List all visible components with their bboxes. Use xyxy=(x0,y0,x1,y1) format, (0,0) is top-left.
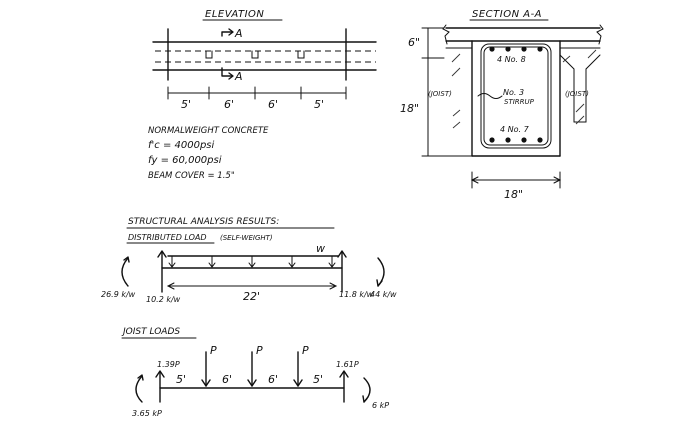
span-label-1: 5' xyxy=(181,98,191,111)
span-ticks xyxy=(167,86,347,100)
section-cut-bottom xyxy=(221,67,233,77)
left-moment-label: 26.9 k/w xyxy=(101,290,136,299)
left-reaction-label: 10.2 k/w xyxy=(146,295,181,304)
stirrup xyxy=(480,43,552,149)
left-reaction-head xyxy=(157,250,167,258)
span-label-3: 6' xyxy=(268,98,278,111)
note-cover: BEAM COVER = 1.5" xyxy=(148,171,235,181)
beam-width-label: 18" xyxy=(504,188,523,201)
stirrup-note: STIRRUP xyxy=(504,98,535,106)
stirrup-inner xyxy=(483,46,549,146)
top-bars-label: 4 No. 8 xyxy=(497,55,526,64)
section-cut-bottom-arrow xyxy=(228,72,234,80)
right-reaction-head xyxy=(337,250,347,258)
section-marker-top: A xyxy=(234,27,243,40)
right-reaction-label: 11.8 k/w xyxy=(339,290,374,299)
section-marker-bottom: A xyxy=(234,70,243,83)
bottom-bars xyxy=(489,137,543,143)
joist-stub-3 xyxy=(297,50,305,59)
joist-left-label: (JOIST) xyxy=(428,90,452,98)
note-fc: f'c = 4000psi xyxy=(148,140,215,151)
stirrup-label: No. 3 xyxy=(503,88,524,97)
analysis-span-label: 22' xyxy=(243,290,260,303)
joist-loads-title: JOIST LOADS xyxy=(121,327,180,337)
right-moment-label: 44 k/w xyxy=(370,290,397,299)
analysis-span-arrow-right xyxy=(329,282,338,290)
note-concrete: NORMALWEIGHT CONCRETE xyxy=(148,126,269,136)
joist-stub-2 xyxy=(251,50,259,59)
analysis-span-arrow-left xyxy=(166,282,175,290)
point-load-label-2: P xyxy=(256,344,263,357)
joist-loads: JOIST LOADS P P P 1.39P 1.61P 5' 6' 6' 5… xyxy=(121,327,389,418)
load-symbol: w xyxy=(316,242,325,255)
distributed-load-arrows xyxy=(168,255,336,268)
joist-left-moment-arc xyxy=(135,375,143,403)
width-arrow-left xyxy=(470,176,479,184)
joist-right-reaction-head xyxy=(339,370,349,378)
section-cut-top-arrow xyxy=(228,28,234,36)
joist-span-label-3: 6' xyxy=(268,373,278,386)
point-load-label-1: P xyxy=(210,344,217,357)
joist-span-label-1: 5' xyxy=(176,373,186,386)
elevation-title: ELEVATION xyxy=(205,9,264,20)
joist-left-moment-label: 3.65 kP xyxy=(132,409,162,418)
width-arrow-right xyxy=(553,176,562,184)
left-moment-arc xyxy=(121,257,129,287)
top-bars xyxy=(489,46,543,52)
joist-right-reaction-label: 1.61P xyxy=(336,360,359,369)
joist-left-reaction-head xyxy=(155,370,165,378)
elevation-view: ELEVATION A A 5' 6' 6' 5 xyxy=(152,9,377,111)
beam-depth-label: 18" xyxy=(400,102,419,115)
analysis-results: STRUCTURAL ANALYSIS RESULTS: DISTRIBUTED… xyxy=(101,217,397,304)
break-line-right xyxy=(596,24,604,45)
joist-right-moment-head xyxy=(362,395,369,403)
joist-left-hatch xyxy=(451,53,461,129)
joist-right-outline xyxy=(559,49,601,125)
joist-left-moment-head xyxy=(137,374,144,381)
joist-right-moment-label: 6 kP xyxy=(372,401,389,410)
joist-stub-1 xyxy=(205,50,213,59)
point-loads xyxy=(201,351,303,387)
joist-left-reaction-label: 1.39P xyxy=(157,360,180,369)
bottom-bars-label: 4 No. 7 xyxy=(500,125,530,134)
section-title: SECTION A-A xyxy=(472,9,542,20)
joist-span-label-2: 6' xyxy=(222,373,232,386)
distributed-load-label: DISTRIBUTED LOAD xyxy=(128,233,207,242)
left-moment-head xyxy=(123,256,130,263)
distributed-load-note: (SELF-WEIGHT) xyxy=(220,234,273,242)
span-label-2: 6' xyxy=(224,98,234,111)
joist-right-label: (JOIST) xyxy=(565,90,589,98)
note-fy: fy = 60,000psi xyxy=(148,155,222,166)
right-moment-head xyxy=(376,279,383,287)
material-notes: NORMALWEIGHT CONCRETE f'c = 4000psi fy =… xyxy=(148,126,269,181)
joist-span-label-4: 5' xyxy=(313,373,323,386)
section-view: SECTION A-A 4 No. 8 xyxy=(400,9,604,201)
point-load-label-3: P xyxy=(302,344,309,357)
stirrup-leader xyxy=(477,93,503,99)
span-label-4: 5' xyxy=(314,98,324,111)
section-cut-top xyxy=(221,31,233,37)
slab-depth-label: 6" xyxy=(408,36,420,49)
analysis-title: STRUCTURAL ANALYSIS RESULTS: xyxy=(128,217,279,227)
